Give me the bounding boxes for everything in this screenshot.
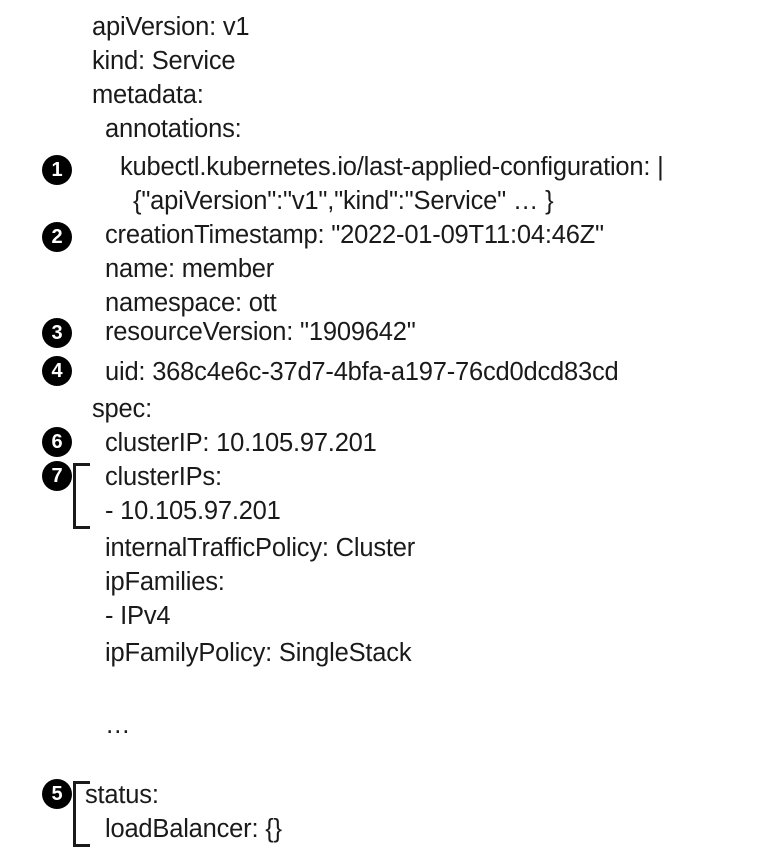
status-group-bracket <box>73 781 90 847</box>
yaml-line: clusterIP: 10.105.97.201 <box>105 429 377 457</box>
yaml-line: internalTrafficPolicy: Cluster <box>105 534 416 562</box>
yaml-line: … <box>105 711 131 739</box>
clusterips-group-bracket <box>73 463 90 529</box>
callout-marker-6: 6 <box>42 427 72 457</box>
yaml-line: {"apiVersion":"v1","kind":"Service" … } <box>133 187 554 215</box>
yaml-line: ipFamilies: <box>105 568 225 596</box>
callout-marker-7: 7 <box>42 461 72 491</box>
callout-marker-1: 1 <box>42 155 72 185</box>
yaml-line: resourceVersion: "1909642" <box>105 318 416 346</box>
callout-marker-2: 2 <box>42 222 72 252</box>
yaml-line: spec: <box>92 395 152 423</box>
yaml-line: - IPv4 <box>105 602 171 630</box>
yaml-line: annotations: <box>105 115 242 143</box>
yaml-line: uid: 368c4e6c-37d7-4bfa-a197-76cd0dcd83c… <box>105 358 619 386</box>
yaml-line: apiVersion: v1 <box>92 13 250 41</box>
yaml-line: - 10.105.97.201 <box>105 497 281 525</box>
yaml-line: creationTimestamp: "2022-01-09T11:04:46Z… <box>105 221 604 249</box>
yaml-line: kind: Service <box>92 47 236 75</box>
yaml-line: clusterIPs: <box>105 463 222 491</box>
yaml-line: metadata: <box>92 81 204 109</box>
callout-marker-5: 5 <box>42 779 72 809</box>
yaml-line: loadBalancer: {} <box>105 815 282 843</box>
yaml-line: namespace: ott <box>105 289 277 317</box>
yaml-line: name: member <box>105 255 275 283</box>
callout-marker-4: 4 <box>42 356 72 386</box>
callout-marker-3: 3 <box>42 318 72 348</box>
yaml-line: kubectl.kubernetes.io/last-applied-confi… <box>120 153 664 181</box>
yaml-line: status: <box>85 781 159 809</box>
yaml-line: ipFamilyPolicy: SingleStack <box>105 639 412 667</box>
